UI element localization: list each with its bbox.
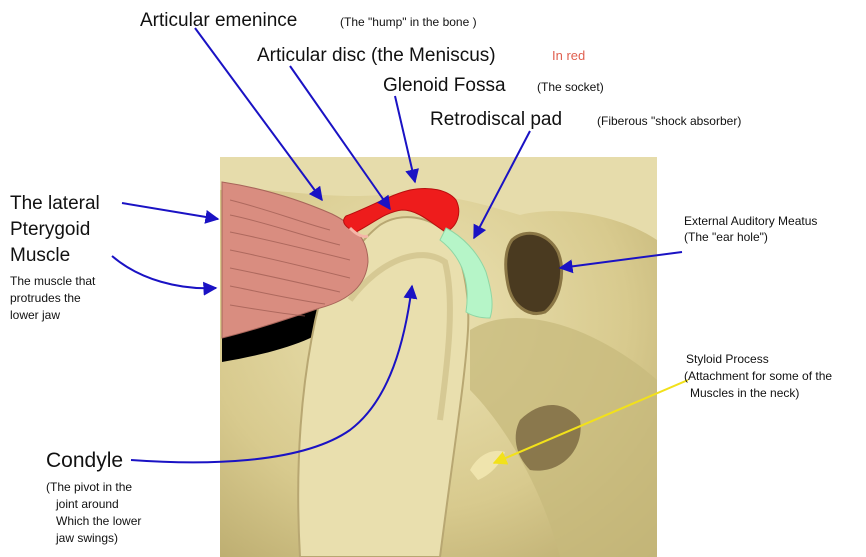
- label-lateral-pterygoid-line-1: The lateral: [10, 193, 100, 214]
- label-articular-eminence: Articular emenince: [140, 10, 297, 31]
- note-lateral-pterygoid-line-1: The muscle that: [10, 274, 96, 288]
- note-condyle-line-4: jaw swings): [55, 531, 118, 545]
- note-lateral-pterygoid-line-2: protrudes the: [10, 291, 81, 305]
- note-styloid-process-line-2: Muscles in the neck): [690, 386, 799, 400]
- arrow-lateral-pterygoid-1: [122, 203, 218, 219]
- skull-photo: [220, 157, 657, 557]
- ear-hole: [506, 233, 562, 313]
- label-lateral-pterygoid-line-3: Muscle: [10, 245, 70, 266]
- note-glenoid-fossa: (The socket): [537, 80, 604, 94]
- label-retrodiscal-pad: Retrodiscal pad: [430, 109, 562, 130]
- note-external-auditory-meatus: (The "ear hole"): [684, 230, 768, 244]
- label-articular-disc: Articular disc (the Meniscus): [257, 45, 496, 66]
- label-glenoid-fossa: Glenoid Fossa: [383, 75, 506, 96]
- note-articular-disc: In red: [552, 48, 585, 63]
- note-styloid-process-line-1: (Attachment for some of the: [684, 369, 832, 383]
- note-condyle-line-2: joint around: [55, 497, 119, 511]
- note-retrodiscal-pad: (Fiberous "shock absorber): [597, 114, 741, 128]
- label-styloid-process: Styloid Process: [686, 352, 769, 366]
- label-lateral-pterygoid-line-2: Pterygoid: [10, 219, 90, 240]
- arrow-lateral-pterygoid-2: [112, 256, 216, 288]
- note-lateral-pterygoid-line-3: lower jaw: [10, 308, 60, 322]
- label-condyle: Condyle: [46, 449, 123, 472]
- note-condyle-line-3: Which the lower: [56, 514, 141, 528]
- note-condyle-line-1: (The pivot in the: [46, 480, 132, 494]
- note-articular-eminence: (The "hump" in the bone ): [340, 15, 477, 29]
- label-external-auditory-meatus: External Auditory Meatus: [684, 214, 817, 228]
